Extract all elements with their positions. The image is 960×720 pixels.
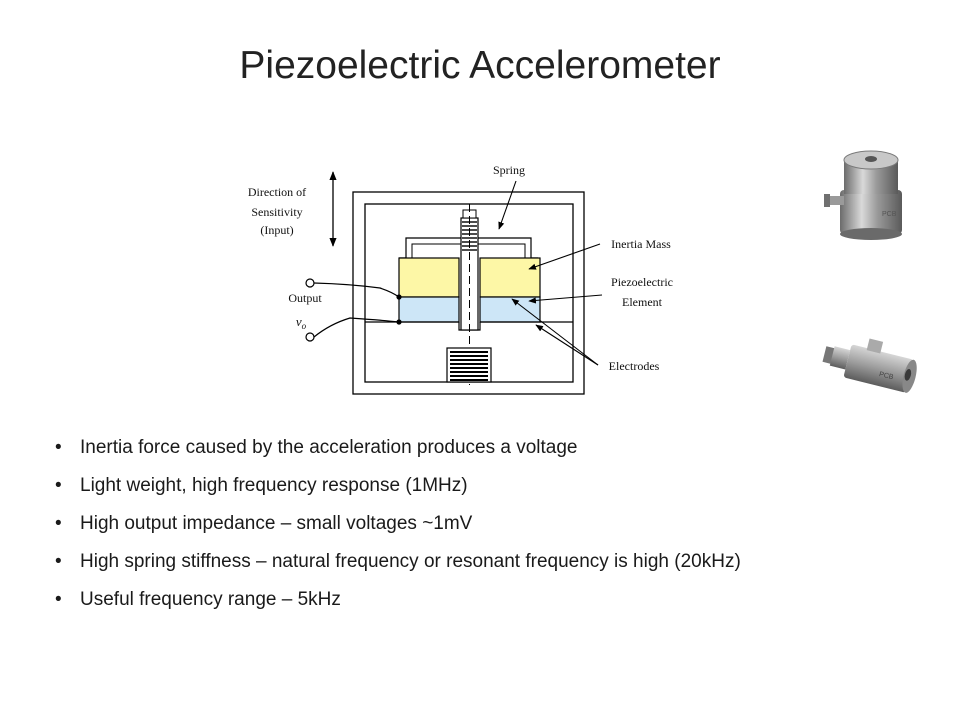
mass-bracket-left-inner [411, 243, 461, 258]
output-terminal-top [305, 278, 315, 288]
spring-leader [498, 180, 517, 230]
output-label: Output [288, 291, 322, 305]
bullet-dot: • [55, 589, 62, 610]
vo-label: vo [296, 314, 307, 331]
direction-label-2: Sensitivity [251, 205, 302, 219]
bullet-item: •Useful frequency range – 5kHz [55, 589, 341, 610]
piezo-label-2: Element [622, 295, 663, 309]
inertia-mass-right [479, 257, 541, 298]
electrode-leader-2 [535, 324, 599, 366]
electrode-leader-1 [511, 298, 599, 366]
mass-leader [528, 243, 601, 270]
accelerometer-diagram: Direction of Sensitivity (Input) Spring … [248, 163, 673, 395]
electrode-node-top [396, 294, 402, 300]
output-terminal-bottom [305, 332, 315, 342]
top-spring [462, 221, 477, 251]
inertia-mass-label: Inertia Mass [611, 237, 671, 251]
bullet-item: •Inertia force caused by the acceleratio… [55, 437, 578, 458]
bullet-dot: • [55, 513, 62, 534]
accelerometer-photo-bottom: PCB [822, 338, 917, 393]
direction-label-3: (Input) [260, 223, 293, 237]
spring-label: Spring [493, 163, 525, 177]
wire-bottom [313, 317, 400, 338]
wire-top [313, 282, 400, 298]
accelerometer-photo-top: PCB [824, 150, 902, 240]
piezo-label-1: Piezoelectric [611, 275, 673, 289]
bullet-dot: • [55, 437, 62, 458]
direction-label-1: Direction of [248, 185, 306, 199]
bullet-dot: • [55, 475, 62, 496]
bullet-dot: • [55, 551, 62, 572]
mass-bracket-left [399, 237, 461, 259]
bullet-list: •Inertia force caused by the acceleratio… [55, 436, 915, 626]
bullet-item: •High spring stiffness – natural frequen… [55, 551, 741, 572]
bullet-item: •High output impedance – small voltages … [55, 513, 473, 534]
mass-bracket-right [478, 237, 538, 259]
mass-bracket-right-inner [478, 243, 526, 258]
page-title: Piezoelectric Accelerometer [239, 44, 721, 87]
inertia-mass-left [398, 257, 460, 298]
svg-text:PCB: PCB [878, 371, 894, 381]
piezo-leader [528, 294, 603, 304]
outer-housing [352, 191, 585, 395]
electrode-node-bottom [396, 319, 402, 325]
electrodes-label: Electrodes [609, 359, 660, 373]
piezo-element-left [398, 296, 460, 323]
svg-text:PCB: PCB [882, 211, 897, 218]
bullet-item: •Light weight, high frequency response (… [55, 475, 468, 496]
